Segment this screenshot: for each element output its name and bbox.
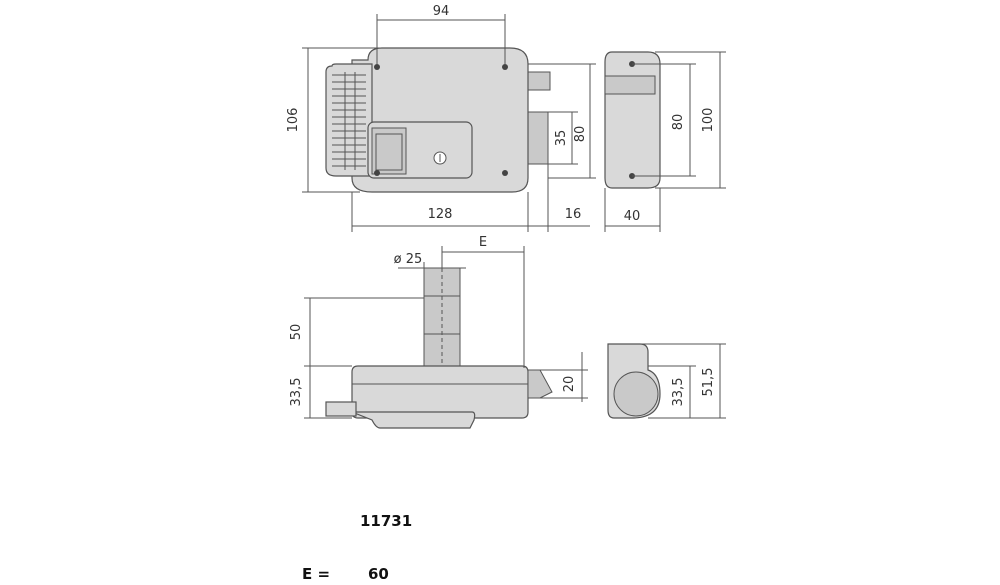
bottom-dimension-e: E: [441, 235, 525, 368]
dim-94-label: 94: [433, 4, 450, 19]
front-dimension-128: 128: [351, 192, 529, 232]
dim-35-label: 35: [554, 130, 569, 147]
bottom-dimension-diameter: ø 25: [394, 252, 466, 269]
e-label: E =: [302, 565, 331, 583]
bottom-lock-body: [351, 365, 529, 419]
dim-diameter-label: ø 25: [394, 252, 423, 267]
front-latch-block: [526, 111, 549, 165]
product-code: 11731: [360, 512, 413, 530]
side-dimension-100: 100: [655, 51, 726, 189]
dim-33-5-label: 33,5: [289, 378, 304, 407]
front-view: 94 106 128 16 35: [286, 4, 596, 232]
bottom-lower-plate: [351, 411, 476, 429]
dim-end-33-5-label: 33,5: [671, 378, 686, 407]
dim-128-label: 128: [428, 207, 453, 222]
end-dimension-51-5: 51,5: [640, 343, 726, 419]
dim-16-label: 16: [565, 207, 582, 222]
front-dimension-106: 106: [286, 47, 380, 193]
dim-20-label: 20: [562, 376, 577, 393]
bottom-dimension-33-5: 33,5: [289, 366, 352, 419]
bottom-dimension-50: 50: [289, 297, 424, 367]
side-lock-body: [604, 51, 661, 189]
end-dimension-33-5: 33,5: [648, 365, 696, 419]
dim-106-label: 106: [286, 108, 301, 133]
front-grip-plate: [325, 63, 373, 177]
dim-80-right-label: 80: [573, 126, 588, 143]
dim-side-80-label: 80: [671, 114, 686, 131]
front-dimension-80: 80: [528, 63, 596, 179]
dim-51-5-label: 51,5: [701, 368, 716, 397]
dim-e-label: E: [479, 235, 487, 250]
side-dimension-40: 40: [604, 188, 661, 232]
front-dimension-94: 94: [376, 4, 506, 64]
side-view: 80 100 40: [604, 51, 726, 232]
front-dimension-16: 16: [528, 164, 590, 232]
side-dimension-80: 80: [632, 63, 696, 177]
end-view: 33,5 51,5: [607, 343, 726, 419]
front-grip-slots: [332, 72, 366, 170]
screw-bottom-left: [374, 170, 380, 176]
side-bolt: [604, 75, 656, 95]
bottom-handle-tab: [325, 401, 357, 417]
dim-40-label: 40: [624, 209, 641, 224]
front-dimension-35: 35: [548, 111, 578, 165]
bottom-bolt: [527, 369, 553, 399]
dim-100-label: 100: [701, 108, 716, 133]
front-lever-inner: [375, 133, 403, 171]
end-rounded-bolt: [613, 371, 659, 417]
front-bolt-top: [526, 71, 551, 91]
dim-50-label: 50: [289, 324, 304, 341]
front-lever: [371, 127, 407, 175]
screw-top-left: [374, 64, 380, 70]
bottom-view: E ø 25 50 33,5 20: [289, 235, 588, 429]
screw-top-right: [502, 64, 508, 70]
e-value: 60: [368, 565, 389, 583]
screw-bottom-right: [502, 170, 508, 176]
bottom-dimension-20: 20: [540, 352, 588, 402]
